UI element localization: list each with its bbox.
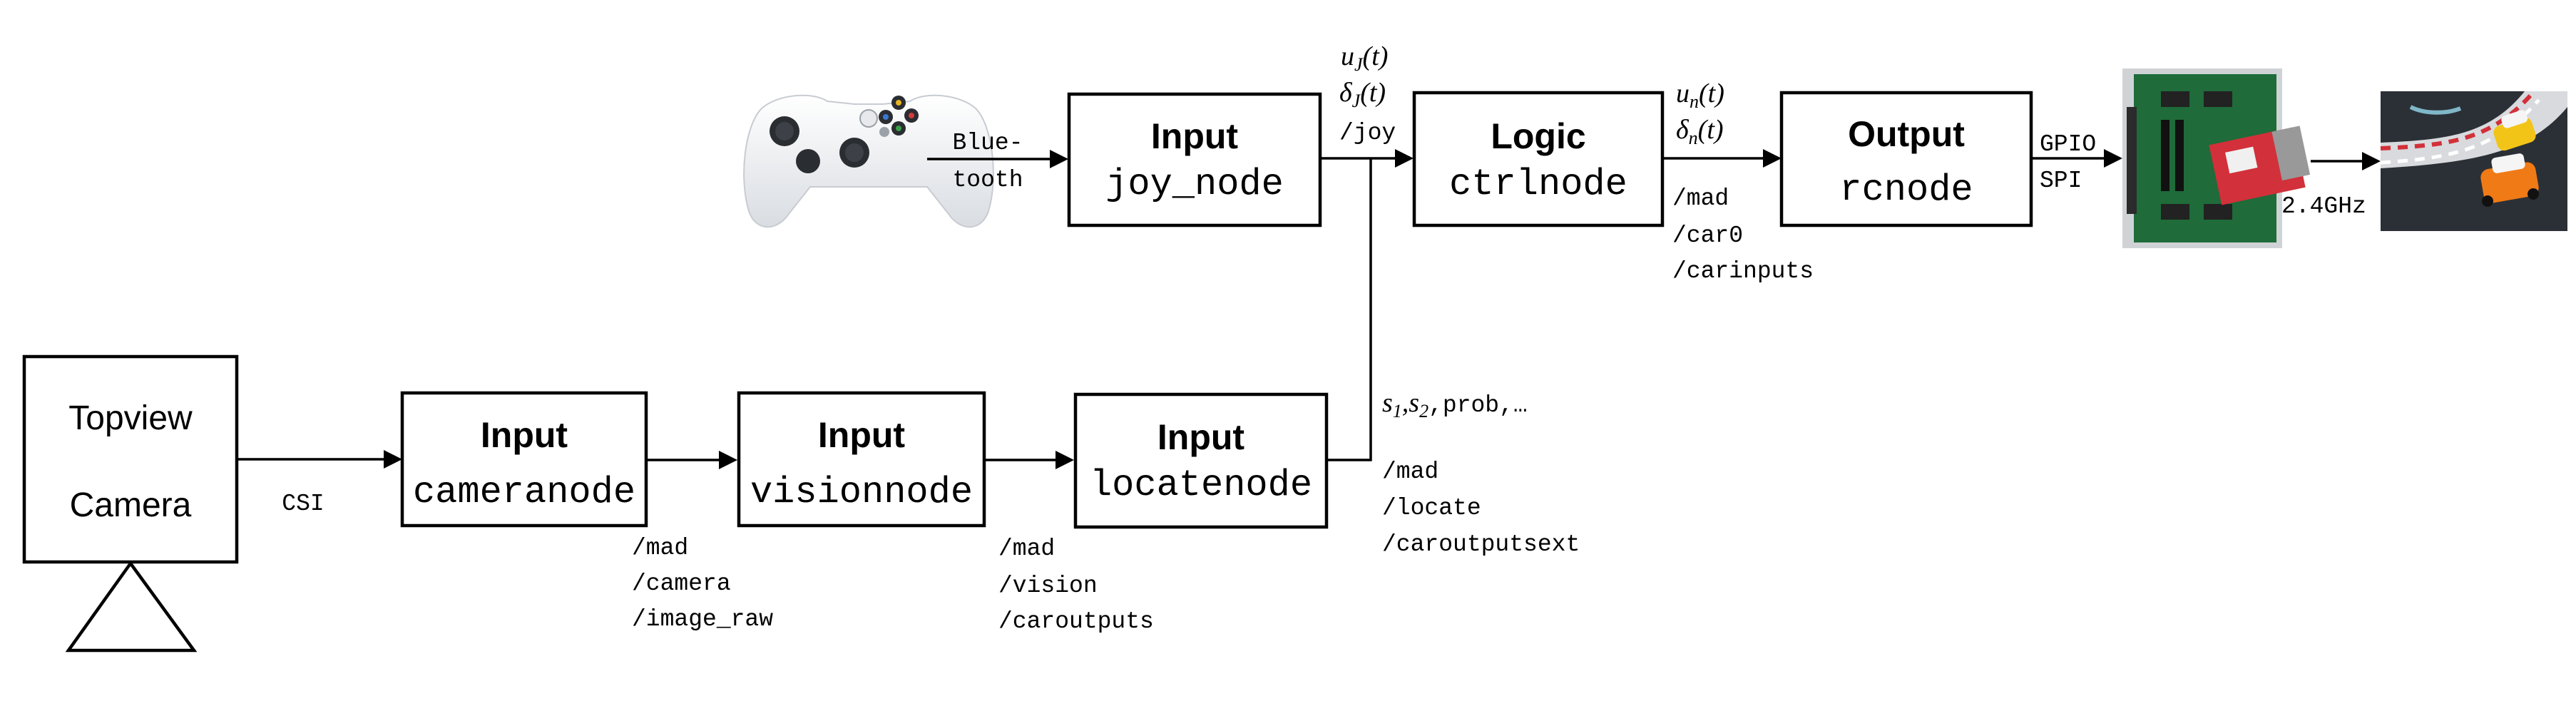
bluetooth-link: Blue- tooth bbox=[927, 130, 1068, 193]
node-rcnode: Output rcnode bbox=[1779, 91, 2033, 227]
math-sub: 2 bbox=[1419, 401, 1428, 421]
node-visionnode: Input visionnode bbox=[737, 391, 986, 528]
topic-line: /caroutputs bbox=[998, 608, 1154, 635]
topic-line: /joy bbox=[1339, 120, 1396, 146]
math-comma: , bbox=[1402, 388, 1409, 418]
math-s: s bbox=[1409, 388, 1419, 418]
arrow-head bbox=[1050, 150, 1068, 168]
arrow-head bbox=[2362, 152, 2381, 170]
arrow-head bbox=[2104, 149, 2122, 168]
math-arg: (t) bbox=[1699, 78, 1724, 108]
node-kind: Output bbox=[1848, 114, 1965, 154]
topic-line: /mad bbox=[632, 535, 688, 561]
svg-text:s1,s2,prob,…: s1,s2,prob,… bbox=[1382, 388, 1528, 421]
vision-topics: /mad /vision /caroutputs bbox=[998, 536, 1154, 635]
math-sub: J bbox=[1354, 54, 1364, 75]
node-kind: Input bbox=[481, 415, 568, 455]
node-name: ctrlnode bbox=[1449, 163, 1627, 205]
bluetooth-label-line1: Blue- bbox=[952, 130, 1023, 156]
csi-link: CSI bbox=[237, 450, 402, 517]
locate-output-label: s1,s2,prob,… /mad /locate /caroutputsext bbox=[1382, 388, 1580, 558]
arrow-head bbox=[384, 450, 402, 469]
svg-text:uJ(t): uJ(t) bbox=[1341, 41, 1388, 75]
topic-line: /mad bbox=[998, 536, 1055, 562]
circuit-board-photo bbox=[2122, 68, 2311, 248]
topic-line: /mad bbox=[1382, 459, 1438, 485]
node-name: joy_node bbox=[1105, 163, 1284, 205]
topic-line: /image_raw bbox=[632, 606, 773, 633]
math-sub: 1 bbox=[1393, 401, 1402, 421]
topic-line: /caroutputsext bbox=[1382, 531, 1580, 558]
radio-label: 2.4GHz bbox=[2281, 193, 2366, 220]
spi-label: SPI bbox=[2040, 168, 2082, 194]
arrow-head bbox=[1763, 149, 1782, 168]
bluetooth-label-line2: tooth bbox=[952, 167, 1023, 193]
math-rest: ,prob,… bbox=[1428, 392, 1528, 419]
math-s: s bbox=[1382, 388, 1393, 418]
node-kind: Logic bbox=[1491, 116, 1585, 156]
link-joy-ctrl bbox=[1320, 149, 1414, 168]
math-u: u bbox=[1676, 78, 1690, 108]
link-camera-vision bbox=[646, 451, 737, 469]
link-locate-ctrl bbox=[1327, 158, 1372, 461]
gamepad-image bbox=[743, 94, 994, 228]
link-ctrl-rc bbox=[1662, 149, 1782, 168]
topview-camera: Topview Camera bbox=[22, 354, 239, 653]
node-ctrlnode: Logic ctrlnode bbox=[1412, 91, 1665, 227]
camera-label-line1: Topview bbox=[68, 399, 193, 437]
topic-line: /mad bbox=[1672, 185, 1729, 212]
topic-line: /camera bbox=[632, 571, 731, 597]
node-name: locatenode bbox=[1090, 464, 1312, 506]
node-kind: Input bbox=[818, 415, 906, 455]
node-kind: Input bbox=[1151, 116, 1239, 156]
math-arg: (t) bbox=[1363, 41, 1389, 71]
gpio-label: GPIO bbox=[2040, 131, 2096, 158]
node-name: rcnode bbox=[1839, 169, 1973, 211]
math-arg: (t) bbox=[1698, 115, 1724, 145]
arrow-head bbox=[1395, 149, 1414, 168]
math-sub: J bbox=[1352, 91, 1361, 111]
svg-text:δn(t): δn(t) bbox=[1676, 115, 1724, 148]
math-delta: δ bbox=[1339, 78, 1353, 108]
topic-line: /carinputs bbox=[1672, 258, 1814, 285]
math-sub: n bbox=[1689, 128, 1698, 148]
joy-output-label: uJ(t) δJ(t) /joy bbox=[1339, 41, 1396, 146]
math-delta: δ bbox=[1676, 115, 1690, 145]
math-arg: (t) bbox=[1360, 78, 1386, 108]
node-kind: Input bbox=[1157, 417, 1245, 457]
svg-text:δJ(t): δJ(t) bbox=[1339, 78, 1386, 111]
node-joy-node: Input joy_node bbox=[1067, 92, 1322, 227]
link-rc-board: GPIO SPI bbox=[2031, 131, 2122, 194]
svg-text:un(t): un(t) bbox=[1676, 78, 1724, 112]
node-locatenode: Input locatenode bbox=[1073, 392, 1329, 529]
node-cameranode: Input cameranode bbox=[400, 391, 648, 528]
topic-line: /locate bbox=[1382, 495, 1481, 521]
camera-label-line2: Camera bbox=[70, 486, 192, 524]
math-sub: n bbox=[1690, 91, 1699, 112]
rc-cars-track-photo bbox=[2380, 91, 2567, 231]
camera-topics: /mad /camera /image_raw bbox=[632, 535, 773, 633]
csi-label: CSI bbox=[282, 491, 324, 517]
node-name: cameranode bbox=[413, 471, 635, 513]
topic-line: /car0 bbox=[1672, 223, 1743, 249]
topic-line: /vision bbox=[998, 573, 1098, 599]
arrow-head bbox=[719, 451, 737, 469]
math-u: u bbox=[1341, 41, 1354, 71]
node-name: visionnode bbox=[750, 471, 973, 513]
link-vision-locate bbox=[984, 451, 1074, 469]
tripod-triangle bbox=[65, 561, 198, 653]
arrow-head bbox=[1056, 451, 1074, 469]
ctrl-output-label: un(t) δn(t) /mad /car0 /carinputs bbox=[1672, 78, 1814, 285]
radio-link: 2.4GHz bbox=[2281, 152, 2381, 220]
